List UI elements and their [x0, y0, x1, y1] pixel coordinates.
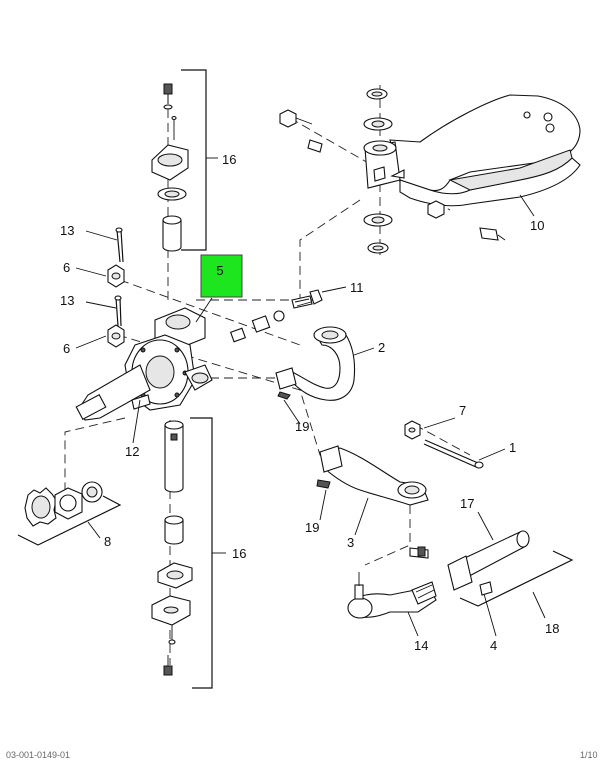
tie-rod-end-14 [347, 572, 437, 619]
steering-knuckle [75, 307, 213, 421]
axle-beam-10 [363, 94, 581, 207]
callout-label-8: 8 [104, 534, 111, 549]
callout-label-13-upper: 13 [60, 223, 74, 238]
callout-label-16-upper: 16 [222, 152, 236, 167]
callout-label-18: 18 [545, 621, 559, 636]
callout-label-5: 5 [216, 263, 223, 278]
callout-label-16-lower: 16 [232, 546, 246, 561]
castle-nut-6-lower [107, 324, 125, 348]
callout-label-14: 14 [414, 638, 428, 653]
callout-label-2: 2 [378, 340, 385, 355]
lower-kingpin-stack [151, 420, 193, 676]
drawing-number: 03-001-0149-01 [6, 750, 70, 760]
bracket-16-lower [190, 417, 213, 689]
axle-hardware [279, 88, 506, 254]
bracket-16-upper [181, 69, 207, 251]
callout-label-4: 4 [490, 638, 497, 653]
nut-7 [404, 420, 421, 440]
callout-label-19-lower: 19 [305, 520, 319, 535]
callout-label-3: 3 [347, 535, 354, 550]
callout-label-12: 12 [125, 444, 139, 459]
tie-rod-arm-2 [275, 326, 356, 401]
upper-kingpin-stack [151, 83, 189, 252]
bracket-18 [459, 550, 574, 607]
tie-rod-arm-3 [316, 445, 429, 506]
leader-lines [75, 157, 546, 637]
callout-label-11: 11 [350, 280, 364, 295]
callout-label-6-lower: 6 [63, 341, 70, 356]
page-marker: 1/10 [580, 750, 598, 760]
callout-label-1: 1 [509, 440, 516, 455]
cotter-pin-1 [423, 439, 484, 469]
callout-label-17: 17 [460, 496, 474, 511]
cotter-pin-13-upper [115, 227, 124, 263]
callout-label-13-lower: 13 [60, 293, 74, 308]
callout-label-10: 10 [530, 218, 544, 233]
callout-labels: 16 10 13 6 13 6 11 2 19 7 1 12 8 19 3 17… [60, 152, 559, 653]
callout-label-19-upper: 19 [295, 419, 309, 434]
tie-rod-17 [449, 530, 530, 583]
bolt-11-assembly [229, 289, 323, 343]
castle-nut-6-upper [107, 264, 125, 288]
highlight-callout-box[interactable] [200, 254, 243, 298]
clamp-4 [409, 546, 493, 596]
callout-label-7: 7 [459, 403, 466, 418]
spindle-nut-kit-8 [17, 481, 122, 546]
callout-label-6-upper: 6 [63, 260, 70, 275]
cotter-pin-13-lower [114, 295, 122, 327]
